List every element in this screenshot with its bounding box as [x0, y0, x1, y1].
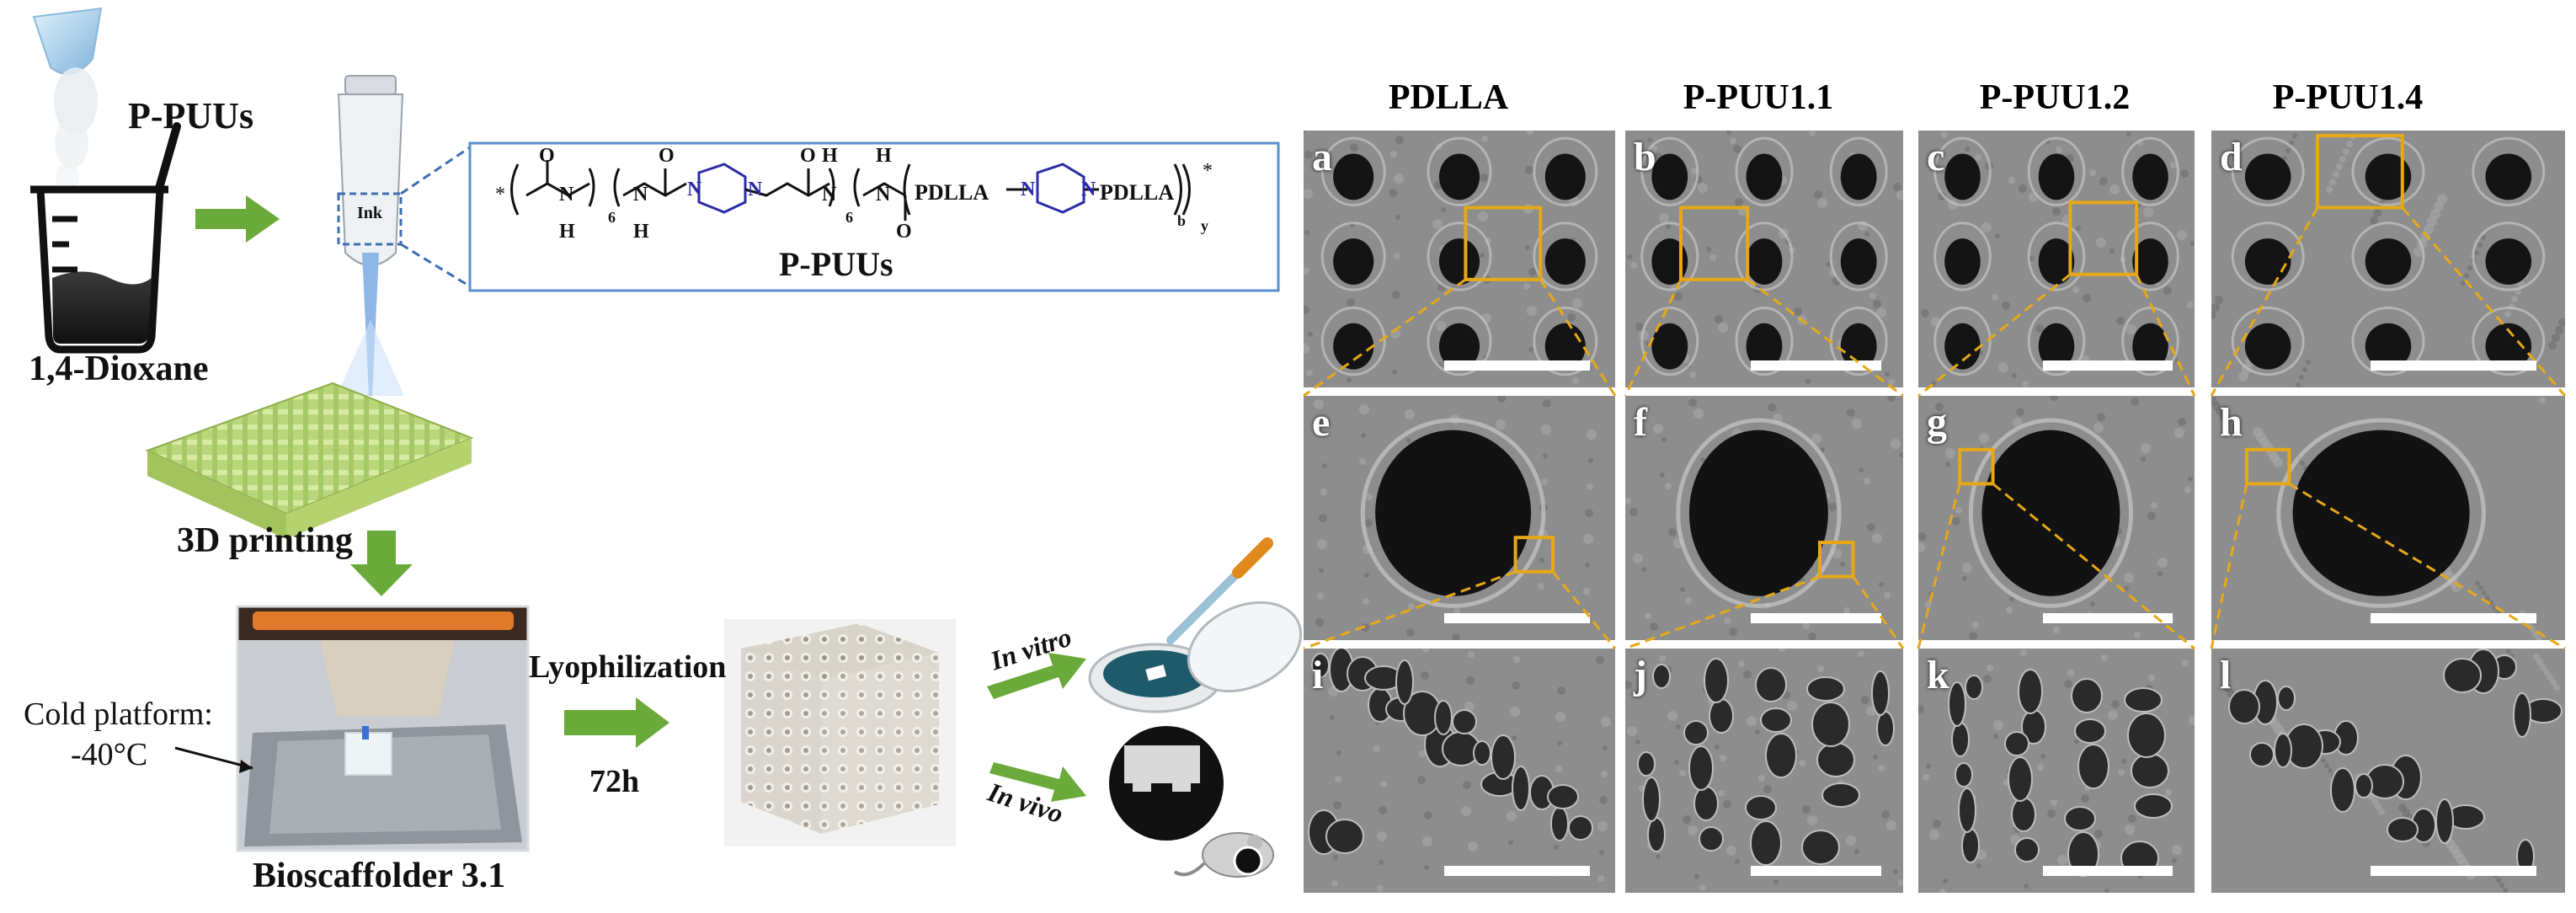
bioprinter-photo — [236, 605, 530, 852]
scale-bar — [2371, 613, 2537, 623]
structure-star-right: * — [1203, 160, 1213, 182]
structure-h3: H — [822, 145, 838, 167]
lyophilization-label: Lyophilization — [529, 649, 727, 685]
panel-letter-d: d — [2220, 135, 2243, 179]
structure-n6: N — [876, 184, 891, 206]
structure-sub-6a: 6 — [608, 209, 616, 226]
column-title-ppuu14: P-PUU1.4 — [2272, 78, 2424, 117]
sem-panel-a: a — [1304, 131, 1615, 387]
scale-bar — [2042, 360, 2173, 371]
printed-lattice-icon — [145, 382, 474, 539]
solvent-label: 1,4-Dioxane — [29, 350, 209, 388]
structure-pdlla-1: PDLLA — [915, 180, 989, 205]
scale-bar — [1750, 360, 1881, 371]
panel-letter-g: g — [1927, 400, 1947, 445]
scale-bar — [2371, 360, 2537, 371]
nozzle-icon — [337, 75, 404, 396]
platform-pointer — [174, 746, 253, 770]
sem-panel-c: c — [1918, 131, 2195, 387]
structure-h1: H — [559, 221, 575, 243]
structure-n3: N — [687, 179, 702, 200]
structure-sub-6b: 6 — [845, 209, 853, 226]
structure-o2: O — [659, 145, 675, 167]
powder-bag-icon — [32, 7, 103, 192]
panel-letter-h: h — [2220, 400, 2243, 445]
powder-label: P-PUUs — [128, 95, 254, 136]
sem-panel-h: h — [2211, 396, 2565, 640]
sem-panel-d: d — [2211, 131, 2565, 387]
panel-letter-a: a — [1312, 135, 1332, 179]
scale-bar — [1443, 613, 1591, 623]
scale-bar — [2371, 866, 2537, 876]
column-title-pdlla: PDLLA — [1388, 78, 1509, 117]
panel-letter-c: c — [1927, 135, 1945, 179]
structure-h4: H — [876, 145, 892, 167]
column-title-ppuu12: P-PUU1.2 — [1979, 78, 2131, 117]
arrow-lyophilization — [564, 697, 669, 748]
ink-highlight-box — [337, 192, 403, 246]
scale-bar — [1443, 360, 1591, 371]
sem-panel-e: e — [1304, 396, 1615, 640]
scale-bar — [2042, 866, 2173, 876]
scale-bar — [1750, 613, 1881, 623]
panel-letter-f: f — [1634, 400, 1647, 445]
arrow-in-vitro — [987, 653, 1086, 699]
scale-bar — [1750, 866, 1881, 876]
panel-letter-j: j — [1634, 653, 1647, 697]
temperature-label: -40°C — [71, 737, 148, 772]
structure-o4: O — [896, 221, 912, 243]
beaker-icon — [30, 122, 181, 354]
scaffold-cube-photo — [724, 619, 956, 846]
ink-label: Ink — [357, 204, 383, 222]
time-label: 72h — [589, 764, 640, 799]
panel-letter-k: k — [1927, 653, 1949, 697]
panel-letter-l: l — [2220, 653, 2232, 697]
scale-bar — [1443, 866, 1591, 876]
arrow-in-vivo — [989, 762, 1086, 802]
column-title-ppuu11: P-PUU1.1 — [1683, 78, 1834, 117]
polymer-name-label: P-PUUs — [779, 245, 893, 283]
mouse-implant-icon — [1109, 726, 1274, 878]
sem-panel-b: b — [1625, 131, 1903, 387]
device-label: Bioscaffolder 3.1 — [253, 857, 506, 895]
sem-panel-i: i — [1304, 649, 1615, 893]
sem-panel-k: k — [1918, 649, 2195, 893]
structure-n5: N — [822, 184, 837, 206]
structure-h2: H — [633, 221, 649, 243]
structure-o3: O — [800, 145, 816, 167]
structure-n7: N — [1021, 179, 1036, 200]
chemical-structure — [510, 160, 1191, 221]
structure-pdlla-2: PDLLA — [1100, 180, 1175, 205]
panel-letter-b: b — [1634, 135, 1656, 179]
arrow-mix — [195, 195, 280, 243]
sem-panel-l: l — [2211, 649, 2565, 893]
schematic — [30, 7, 1303, 878]
scale-bar — [2042, 613, 2173, 623]
petri-dish-icon — [1088, 537, 1303, 713]
structure-n8: N — [1081, 179, 1096, 200]
panel-letter-e: e — [1312, 400, 1331, 445]
printing-label: 3D printing — [177, 521, 353, 560]
structure-star-left: * — [495, 184, 505, 206]
panel-letter-i: i — [1312, 653, 1324, 697]
sem-panel-f: f — [1625, 396, 1903, 640]
cold-platform-label: Cold platform: — [24, 697, 213, 732]
sem-panel-j: j — [1625, 649, 1903, 893]
arrow-print — [350, 531, 413, 596]
sem-panel-g: g — [1918, 396, 2195, 640]
structure-n2: N — [633, 184, 648, 206]
structure-n1: N — [559, 184, 574, 206]
structure-n4: N — [748, 179, 763, 200]
structure-o1: O — [539, 145, 555, 167]
structure-box — [468, 141, 1280, 292]
structure-sub-y: y — [1201, 217, 1208, 234]
structure-sub-b: b — [1177, 212, 1187, 229]
